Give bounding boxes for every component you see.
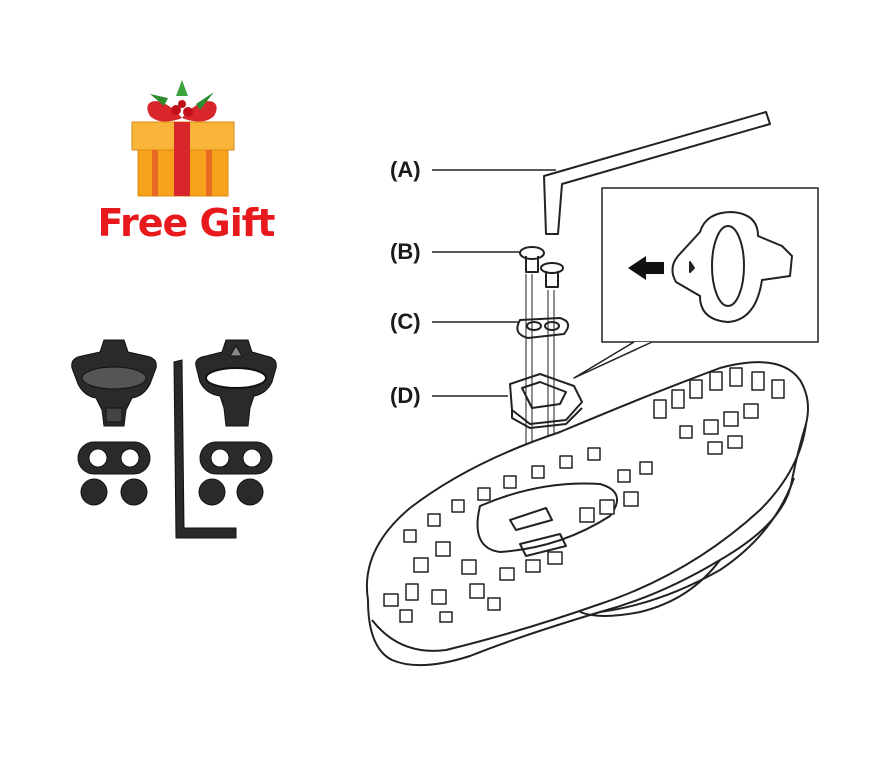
hex-key-icon (173, 359, 237, 539)
cleat-right-icon (195, 339, 277, 427)
screw-icon (80, 478, 108, 506)
screw-icon (198, 478, 226, 506)
arrow-left-icon (628, 256, 664, 280)
screw-icon (120, 478, 148, 506)
cleat-drawing (509, 373, 583, 429)
callout-c: (C) (390, 309, 421, 334)
assembly-diagram (366, 111, 819, 667)
free-gift-label: Free Gift (97, 201, 276, 245)
detail-inset (573, 187, 819, 379)
washer-left-icon (77, 441, 151, 475)
callout-d: (D) (390, 383, 421, 408)
hex-wrench-drawing (543, 111, 771, 235)
gift-box-icon (131, 80, 235, 197)
cleat-kit-photo (71, 339, 277, 539)
screw-icon (236, 478, 264, 506)
washer-right-icon (199, 441, 273, 475)
callout-a: (A) (390, 157, 421, 182)
screw-drawing (519, 246, 564, 288)
shoe-sole-drawing (366, 361, 809, 667)
washer-drawing (516, 317, 570, 339)
cleat-left-icon (71, 339, 157, 427)
callout-b: (B) (390, 239, 421, 264)
